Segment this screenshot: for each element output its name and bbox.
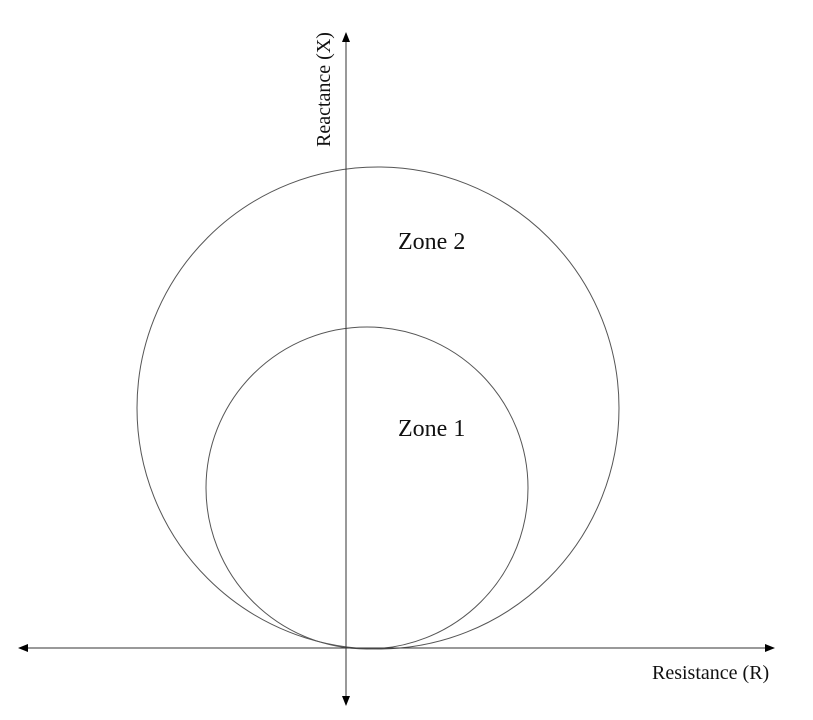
- zone-2-label: Zone 2: [398, 229, 465, 255]
- zone-1-label: Zone 1: [398, 416, 465, 442]
- y-axis-label: Reactance (X): [313, 32, 335, 147]
- zone-1-circle: [205, 326, 529, 650]
- x-axis-label: Resistance (R): [652, 662, 769, 684]
- zone-2-circle: [136, 166, 620, 650]
